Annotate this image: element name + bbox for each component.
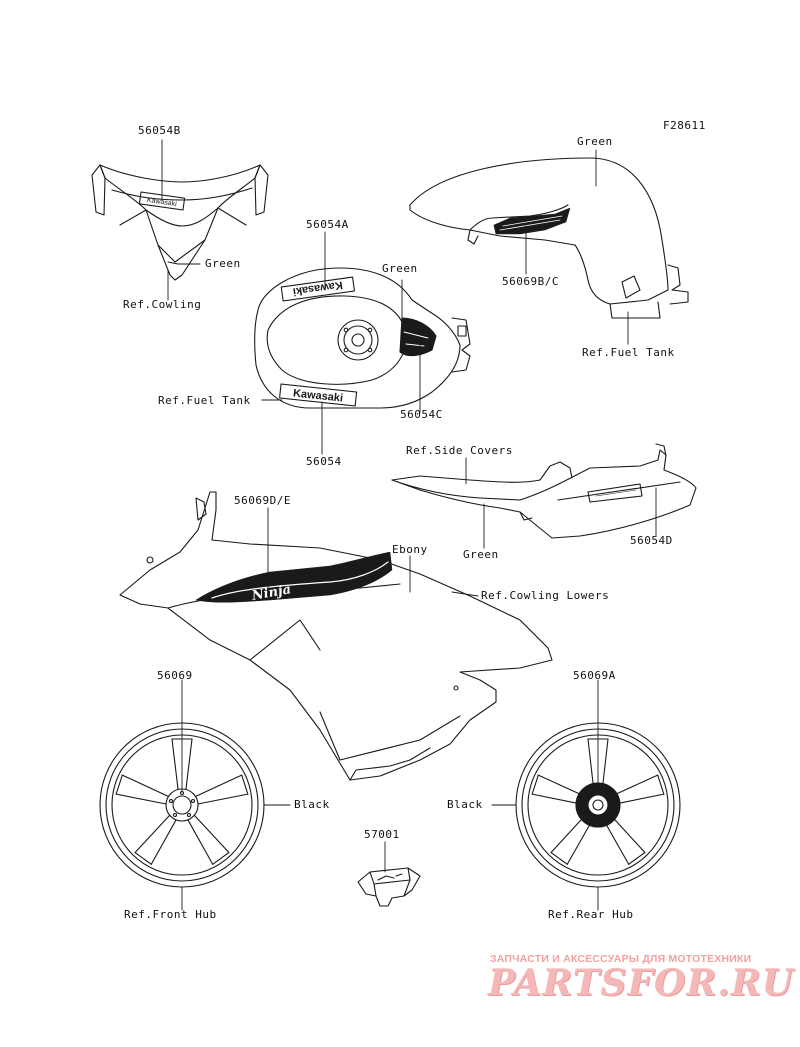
leader-lines [161,139,657,911]
ref-fuel-tank-left-label: Ref.Fuel Tank [158,394,251,407]
tail-green-label: Green [463,548,499,561]
side-green-label: Green [577,135,613,148]
part-56069de-label: 56069D/E [234,494,291,507]
ref-front-hub-label: Ref.Front Hub [124,908,217,921]
ref-cowling-lowers-label: Ref.Cowling Lowers [481,589,610,602]
part-56054b-label: 56054B [138,124,181,137]
fuel-tank-side-drawing [409,157,689,319]
watermark-logo: PARTSFOR.RU [488,962,795,1004]
tank-decal-kawasaki-bottom: Kawasaki [292,387,343,404]
cowling-decal-kawasaki: Kawasaki [146,197,177,208]
part-56054d-label: 56054D [630,534,673,547]
ebony-label: Ebony [392,543,428,556]
rear-black-label: Black [447,798,483,811]
part-57001-label: 57001 [364,828,400,841]
upper-cowling-drawing: Kawasaki [91,164,269,281]
part-56054-label: 56054 [306,455,342,468]
watermark-tagline: ЗАПЧАСТИ И АКСЕССУАРЫ ДЛЯ МОТОТЕХНИКИ [490,953,752,965]
figure-code: F28611 [663,119,706,132]
ref-rear-hub-label: Ref.Rear Hub [548,908,634,921]
part-56069-label: 56069 [157,669,193,682]
cowling-green-label: Green [205,257,241,270]
ref-fuel-tank-right-label: Ref.Fuel Tank [582,346,675,359]
tank-green-label: Green [382,262,418,275]
part-56054c-label: 56054C [400,408,443,421]
ninja-decal-script: Ninja [250,582,292,604]
lower-cowling-drawing: Ninja [119,491,553,781]
fuel-tank-top-drawing: Kawasaki Kawasaki [254,267,471,409]
clip-drawing [357,867,421,907]
front-black-label: Black [294,798,330,811]
ref-cowling-label: Ref.Cowling [123,298,202,311]
ref-side-covers-label: Ref.Side Covers [406,444,513,457]
tail-cowl-drawing [391,443,697,539]
part-56069bc-label: 56069B/C [502,275,559,288]
part-56054a-label: 56054A [306,218,349,231]
part-56069a-label: 56069A [573,669,616,682]
